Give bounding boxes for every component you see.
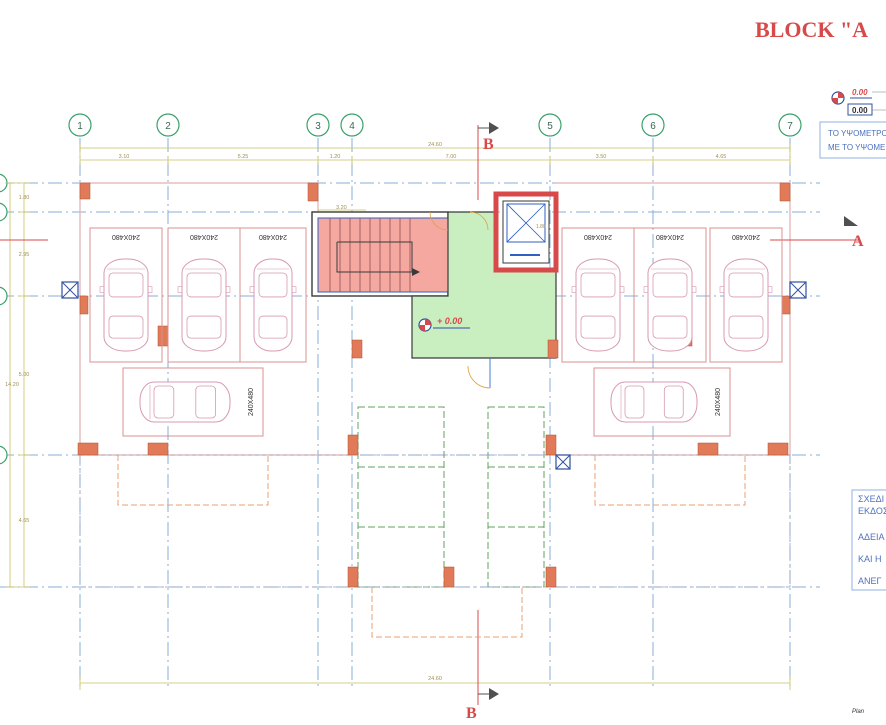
car-icon (99, 258, 153, 352)
section-a-label: A (852, 233, 864, 250)
car-icon (249, 258, 297, 352)
grid-bubble-7 (778, 113, 802, 137)
car-icon (643, 258, 697, 352)
parking-spot: 240X480 (561, 227, 635, 363)
stair-dimension: 3.20 (336, 205, 347, 211)
dim-bottom-total: 24.60 (428, 676, 442, 682)
grid-number-5: 5 (547, 121, 553, 132)
grid-number-4: 4 (349, 121, 355, 132)
grid-number-7: 7 (787, 121, 793, 132)
parking-label: 240X480 (190, 233, 218, 240)
level-marker-fill (832, 92, 844, 104)
grid-number-6: 6 (650, 121, 656, 132)
grid-bubble-6 (641, 113, 665, 137)
grid-number-3: 3 (315, 121, 321, 132)
bottom-dimensions (79, 676, 791, 690)
section-line-a: A (0, 216, 864, 250)
lower-dashed-outlines (117, 455, 746, 638)
section-b-label-bottom: B (466, 705, 477, 722)
dim-left-5: 4.65 (19, 518, 30, 524)
car-icon (177, 258, 231, 352)
car-icon (610, 381, 698, 423)
left-dimensions (5, 182, 30, 588)
parking-label: 240X480 (656, 233, 684, 240)
section-b-arrow-bottom-icon (489, 688, 499, 700)
grid-bubbles (0, 113, 802, 465)
car-icon (571, 258, 625, 352)
grid-number-1: 1 (77, 121, 83, 132)
block-title: BLOCK "A (755, 17, 868, 42)
top-dimensions (79, 144, 791, 165)
section-b-label-top: B (483, 136, 494, 153)
parking-label: 240X480 (584, 233, 612, 240)
note-line-2: ΜΕ ΤΟ ΥΨΟΜΕ (828, 143, 885, 152)
parking-label: 240X480 (112, 233, 140, 240)
lower-boundary (79, 454, 791, 588)
parking-label: 240X480 (248, 388, 255, 416)
parking-spot: 240X480 (122, 367, 264, 437)
elevator-dimension: 1.80 (536, 224, 546, 230)
parking-spot: 240X480 (167, 227, 241, 363)
stamp-line-2: ΕΚΔΟΣ (858, 506, 886, 516)
stamp-line-5: ΑΝΕΓ (858, 576, 882, 586)
parking-spots: 240X480 240X480 240X480 240X480 240X480 240X4… (89, 227, 783, 437)
stamp-line-3: ΑΔΕΙΑ (858, 532, 885, 542)
section-b-arrow-top-icon (489, 122, 499, 134)
level-legend: 0.00 0.00 (831, 88, 886, 116)
dim-top-3: 1.20 (330, 154, 341, 160)
elevator: 1.80 (493, 191, 559, 273)
legend-box-value: 0.00 (852, 106, 868, 115)
staircase: 3.20 (311, 205, 449, 297)
dim-top-2: 5.25 (238, 154, 249, 160)
stamp-line-1: ΣΧΕΔΙ (858, 494, 884, 504)
dim-top-5: 3.50 (596, 154, 607, 160)
footer-text: Plan (852, 709, 865, 715)
dim-top-1: 3.10 (119, 154, 130, 160)
grid-number-2: 2 (165, 121, 171, 132)
parking-label: 240X480 (715, 388, 722, 416)
grid-bubble-4 (340, 113, 364, 137)
grid-bubble-3 (306, 113, 330, 137)
stamp-box: ΣΧΕΔΙ ΕΚΔΟΣ ΑΔΕΙΑ ΚΑΙ Η ΑΝΕΓ (851, 489, 886, 591)
grid-bubble-1 (68, 113, 92, 137)
stair-arrow-icon (412, 268, 420, 276)
dim-top-total: 24.60 (428, 142, 442, 148)
dim-top-4: 7.00 (446, 154, 457, 160)
legend-box (847, 103, 873, 116)
stamp-line-4: ΚΑΙ Η (858, 554, 882, 564)
top-dimension-labels: 24.60 3.10 5.25 1.20 7.00 3.50 4.65 (119, 142, 727, 160)
car-icon (719, 258, 773, 352)
shafts (61, 281, 807, 470)
dim-left-1: 1.80 (19, 195, 30, 201)
section-line-b: B B (466, 122, 499, 722)
dim-top-6: 4.65 (716, 154, 727, 160)
parking-spot: 240X480 (89, 227, 163, 363)
parking-spot: 240X480 (239, 227, 307, 363)
parking-bays-lower (357, 406, 545, 588)
section-a-arrow-icon (844, 216, 858, 226)
level-label: + 0.00 (437, 316, 462, 326)
grid-bubble-2 (156, 113, 180, 137)
dim-left-4: 14.20 (5, 382, 19, 388)
grid-bubble-5 (538, 113, 562, 137)
note-line-1: ΤΟ ΥΨΟΜΕΤΡΟ (828, 129, 886, 138)
parking-spot: 240X480 (633, 227, 707, 363)
note-box: ΤΟ ΥΨΟΜΕΤΡΟ ΜΕ ΤΟ ΥΨΟΜΕ (819, 121, 886, 159)
left-dimension-labels: 1.80 2.95 5.00 14.20 4.65 (5, 195, 29, 524)
dim-left-3: 5.00 (19, 372, 30, 378)
legend-level-value: 0.00 (852, 88, 868, 97)
dim-left-2: 2.95 (19, 252, 30, 258)
parking-spot: 240X480 (709, 227, 783, 363)
parking-label: 240X480 (259, 233, 287, 240)
grid-numbers: 1 2 3 4 5 6 7 (77, 121, 793, 132)
car-icon (139, 381, 231, 423)
parking-label: 240X480 (732, 233, 760, 240)
parking-spot: 240X480 (593, 367, 731, 437)
